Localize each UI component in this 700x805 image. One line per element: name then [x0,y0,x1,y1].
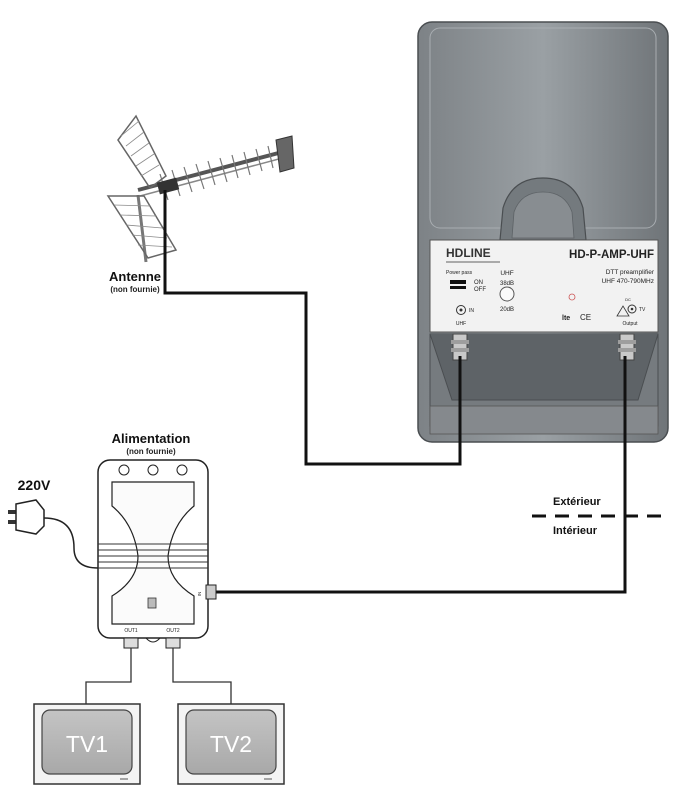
coax-cables [163,190,627,594]
amp-power-switch [450,280,466,284]
mains-voltage-label: 220V [18,477,51,493]
tv-cables [85,648,232,704]
amp-in-band: UHF [456,321,466,327]
amp-gain-low: 20dB [500,307,514,313]
amp-in-label: IN [469,308,474,314]
tv1-label: TV1 [66,731,108,757]
psu-out1-label: OUT1 [124,628,138,634]
psu-out2-label: OUT2 [166,628,180,634]
antenna-note: (non fournie) [110,285,160,294]
amp-dc-label: DC [625,297,631,302]
inside-label: Intérieur [553,525,598,537]
tv1-icon [33,703,141,785]
amp-input-connector [451,333,469,361]
psu-note: (non fournie) [126,447,176,456]
tv2-label: TV2 [210,731,252,757]
amp-gain-knob [499,286,515,302]
amp-output-label: Output [622,321,638,327]
amp-ce-mark: CE [580,313,591,322]
amp-desc-2: UHF 470-790MHz [602,278,654,285]
outside-label: Extérieur [553,496,601,508]
amp-tv-label: TV [639,307,646,313]
psu-out2-connector [165,637,181,649]
amp-desc-1: DTT preamplifier [606,269,655,276]
amplifier-unit [417,21,669,443]
mains-plug-icon [8,499,99,569]
amp-brand-logo: HDLINE [446,246,491,260]
amp-band: UHF [500,270,513,277]
amp-in-port-icon [456,305,466,315]
amp-out-port-icon [627,304,637,314]
antenna-label: Antenne [109,269,161,284]
psu-in-connector [205,584,217,600]
amp-gain-high: 38dB [500,281,514,287]
psu-out1-connector [123,637,139,649]
psu-in-label: IN [197,592,202,597]
amp-switch-on: ON [474,280,483,286]
cable-amp-to-psu [214,356,627,594]
cable-antenna-to-amp [163,190,462,466]
antenna-icon [106,114,295,263]
amp-warning-icon [616,305,630,317]
tv2-icon [177,703,285,785]
amp-power-pass: Power pass [446,270,473,276]
psu-label: Alimentation [112,431,191,446]
amp-switch-off: OFF [474,287,486,293]
amp-output-connector [618,333,636,361]
power-supply-unit [97,459,217,649]
amp-lte-mark: lte [562,315,570,322]
amp-led-icon [568,293,576,301]
amp-model: HD-P-AMP-UHF [569,249,654,261]
